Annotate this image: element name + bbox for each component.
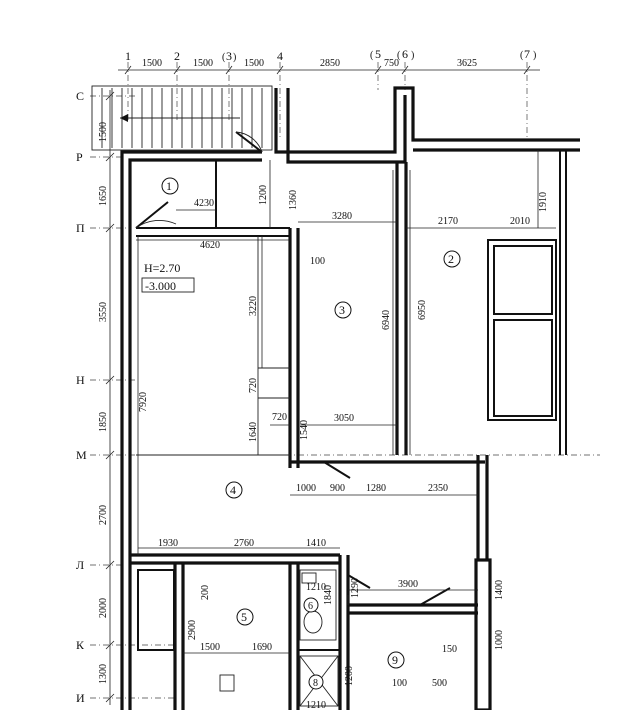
dim-top-1500-a: 1500: [142, 58, 162, 69]
room-number-8: 8: [313, 678, 318, 689]
dim-1290: 1290: [350, 578, 361, 598]
dim-6950: 6950: [417, 300, 428, 320]
dim-150: 150: [442, 644, 457, 655]
dim-720-a: 720: [248, 378, 259, 393]
svg-text:(: (: [222, 52, 226, 63]
axis-label-top-1: 1: [125, 49, 131, 63]
doors: [135, 131, 451, 606]
room-number-3: 3: [339, 303, 345, 317]
room-number-6: 6: [308, 601, 313, 612]
dim-1840: 1840: [323, 585, 334, 605]
room-number-5: 5: [241, 610, 247, 624]
axis-label-left-n: Н: [76, 373, 85, 387]
dim-3050: 3050: [334, 413, 354, 424]
dim-4230: 4230: [194, 198, 214, 209]
left-axis-labels: С Р П Н М Л К И: [76, 89, 87, 705]
level-annotation: H=2.70 -3.000: [141, 261, 195, 293]
svg-text:(: (: [397, 50, 401, 61]
dim-3220: 3220: [248, 296, 259, 316]
room-markers: 1 2 3 4 5 6 8 9: [161, 177, 461, 690]
axis-label-top-5: 5: [375, 47, 381, 61]
dim-3280: 3280: [332, 211, 352, 222]
dim-left-2700: 2700: [98, 505, 109, 525]
dim-top-1500-c: 1500: [244, 58, 264, 69]
dim-1280: 1280: [366, 483, 386, 494]
dim-1400: 1400: [494, 580, 505, 600]
axis-label-top-3: 3: [226, 49, 232, 63]
dim-left-1500: 1500: [98, 122, 109, 142]
axis-label-left-r: Р: [76, 150, 83, 164]
walls: [120, 86, 580, 710]
dim-1000-b: 1000: [494, 630, 505, 650]
axis-label-left-k: К: [76, 638, 85, 652]
axis-label-left-s: С: [76, 89, 84, 103]
axis-label-top-4: 4: [277, 49, 283, 63]
axis-label-left-l: Л: [76, 558, 84, 572]
axis-label-top-2: 2: [174, 49, 180, 63]
dim-top-750: 750: [384, 58, 399, 69]
dim-2170: 2170: [438, 216, 458, 227]
axis-label-left-i: И: [76, 691, 85, 705]
dim-500: 500: [432, 678, 447, 689]
dim-900: 900: [330, 483, 345, 494]
dim-3900: 3900: [398, 579, 418, 590]
entry-stair: [91, 85, 273, 151]
dim-1410: 1410: [306, 538, 326, 549]
axis-label-left-p: П: [76, 221, 85, 235]
dim-1210-b: 1210: [306, 700, 326, 710]
dim-top-1500-b: 1500: [193, 58, 213, 69]
room-number-1: 1: [166, 179, 172, 193]
axis-label-left-m: М: [76, 448, 87, 462]
inner-dimension-texts: 4230 1200 1360 3280 2170 2010 1910 4620 …: [138, 185, 549, 710]
inner-dimension-lines: [136, 150, 556, 654]
dim-2010: 2010: [510, 216, 530, 227]
dim-1000-a: 1000: [296, 483, 316, 494]
dim-top-2850: 2850: [320, 58, 340, 69]
top-dimension-chain: 1500 1500 1500 2850 750 3625: [118, 58, 540, 75]
svg-text:): ): [411, 50, 414, 61]
dim-left-1650: 1650: [98, 186, 109, 206]
svg-text:): ): [533, 50, 536, 61]
dim-1500-b: 1500: [200, 642, 220, 653]
dim-2350: 2350: [428, 483, 448, 494]
dim-1210-a: 1210: [306, 582, 326, 593]
dim-6940: 6940: [381, 310, 392, 330]
svg-text:(: (: [370, 50, 374, 61]
left-dimension-chain: 1500 1650 3550 1850 2700 2000 1300: [98, 90, 115, 705]
dim-200: 200: [200, 585, 211, 600]
ceiling-height-label: H=2.70: [144, 261, 180, 275]
dim-left-1300: 1300: [98, 664, 109, 684]
dim-1640: 1640: [248, 422, 259, 442]
dim-2900: 2900: [187, 620, 198, 640]
room-number-9: 9: [392, 653, 398, 667]
room-number-2: 2: [448, 252, 454, 266]
axis-label-top-6: 6: [402, 47, 408, 61]
svg-text:(: (: [520, 50, 524, 61]
dim-100-b: 100: [392, 678, 407, 689]
dim-1910: 1910: [538, 192, 549, 212]
dim-1540: 1540: [299, 420, 310, 440]
axis-grid: [90, 62, 600, 699]
dim-4620: 4620: [200, 240, 220, 251]
dim-1360: 1360: [288, 190, 299, 210]
dim-720-b: 720: [272, 412, 287, 423]
room-number-4: 4: [230, 483, 236, 497]
dim-left-1850: 1850: [98, 412, 109, 432]
dim-top-3625: 3625: [457, 58, 477, 69]
dim-left-2000: 2000: [98, 598, 109, 618]
dim-1690: 1690: [252, 642, 272, 653]
floor-level-label: -3.000: [145, 279, 176, 293]
dim-7920: 7920: [138, 392, 149, 412]
dim-1930: 1930: [158, 538, 178, 549]
dim-100-a: 100: [310, 256, 325, 267]
dim-left-3550: 3550: [98, 302, 109, 322]
svg-text:): ): [233, 52, 236, 63]
dim-1200-a: 1200: [258, 185, 269, 205]
dim-2760: 2760: [234, 538, 254, 549]
dim-1200-b: 1200: [344, 666, 355, 686]
axis-label-top-7: 7: [524, 47, 530, 61]
top-axis-labels: 1 2 3 4 5 6 7 () ( () (): [125, 47, 536, 63]
